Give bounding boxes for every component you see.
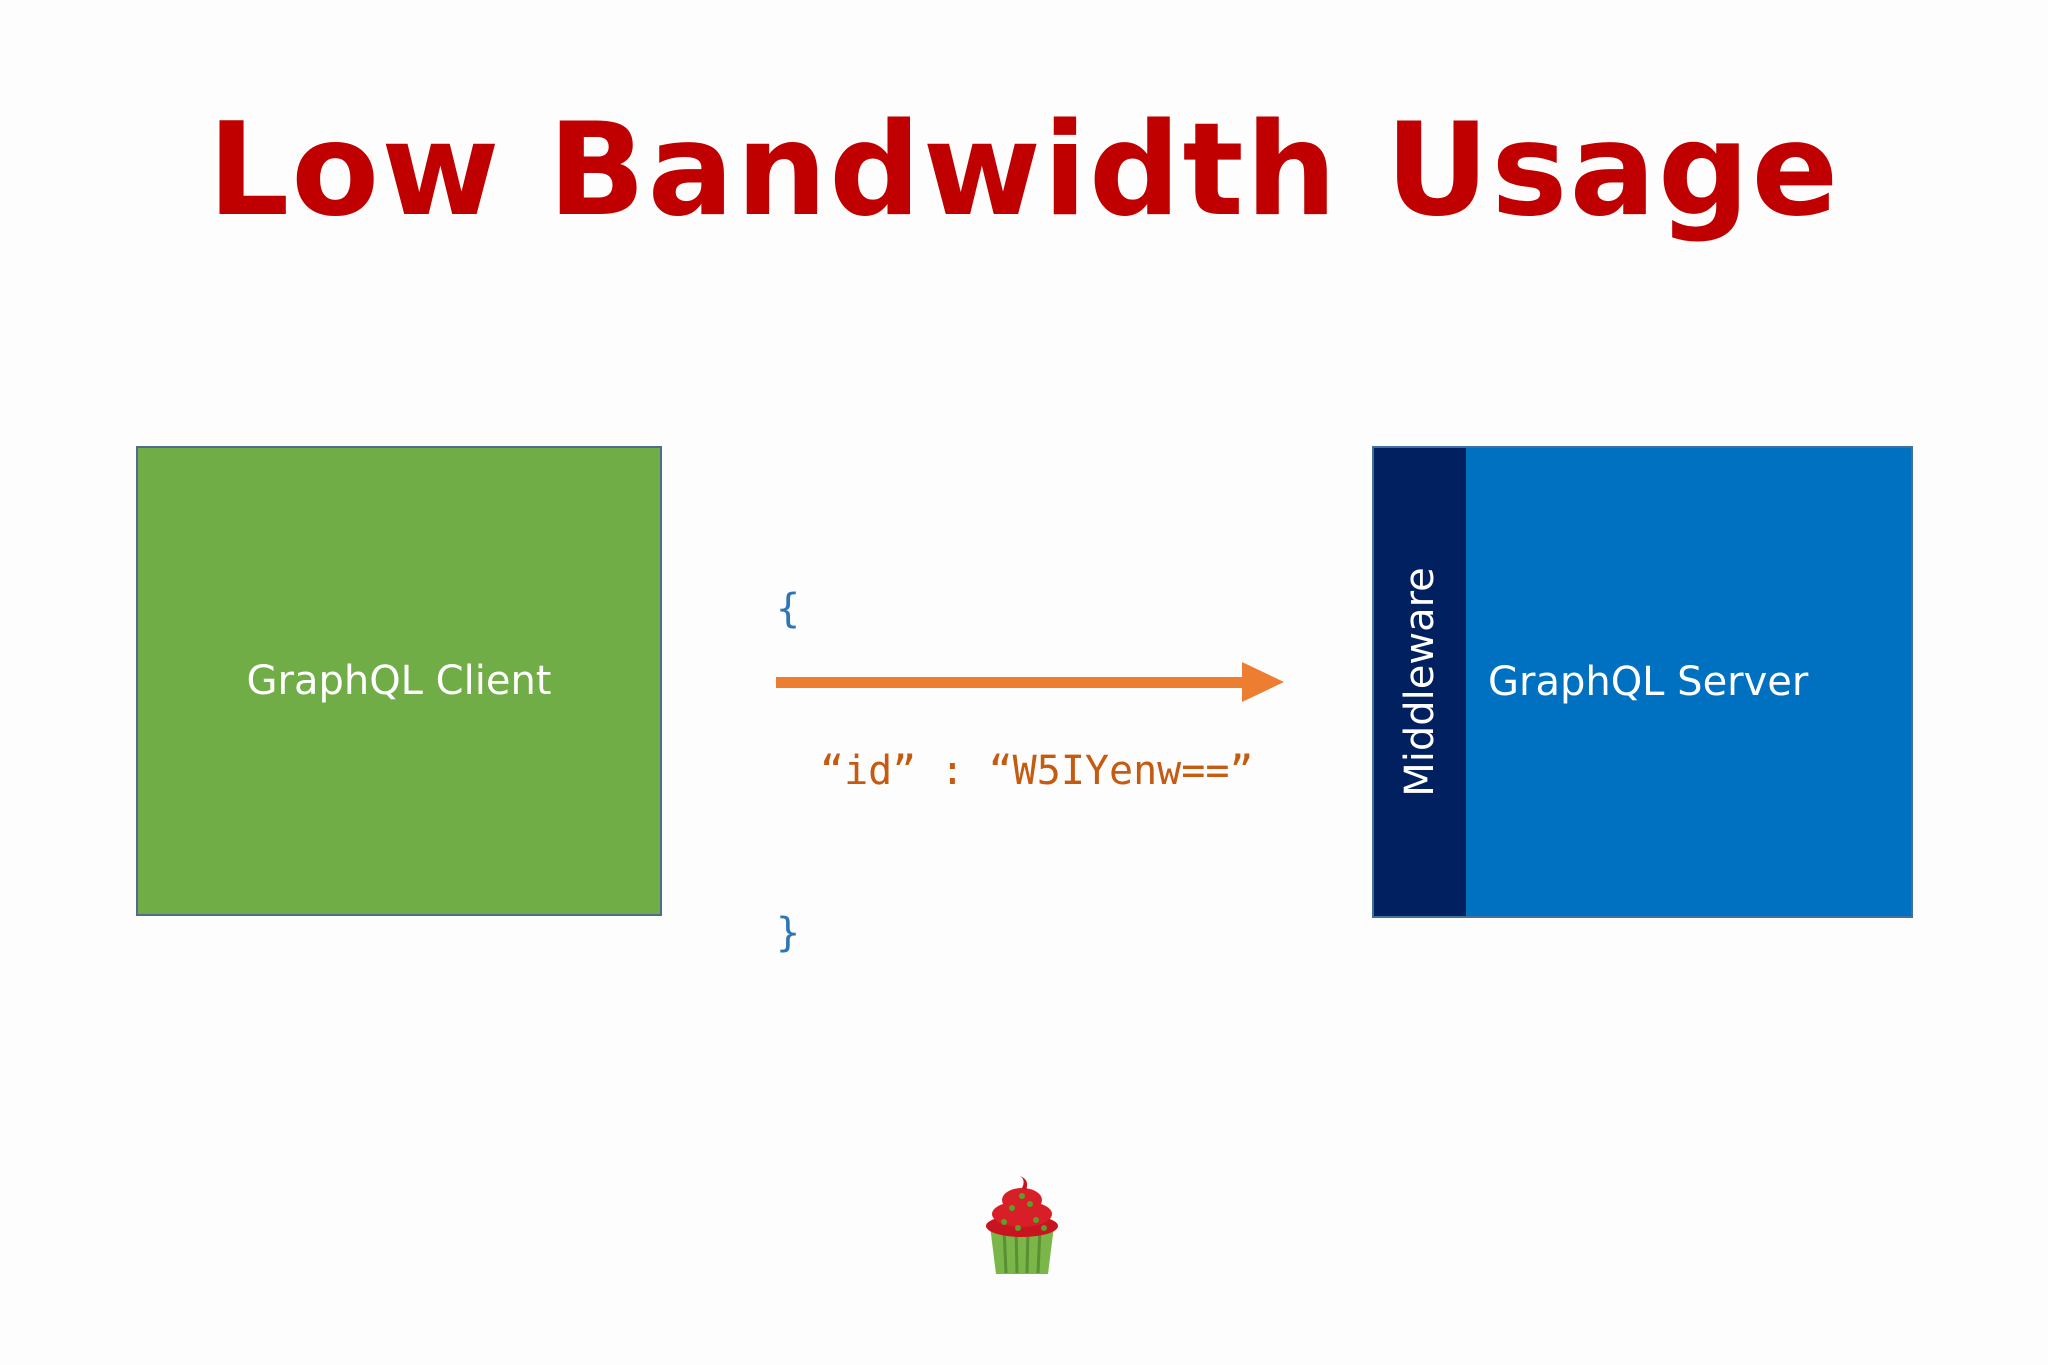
graphql-client-box: GraphQL Client [136, 446, 662, 916]
request-payload: { “id” : “W5IYenw==” } [776, 474, 1253, 1014]
graphql-server-label: GraphQL Server [1488, 659, 1809, 705]
arrow-shaft [776, 677, 1248, 688]
payload-key-value: “id” : “W5IYenw==” [820, 748, 1254, 794]
payload-close-brace: } [776, 910, 801, 956]
payload-open-brace: { [776, 586, 801, 632]
slide-title: Low Bandwidth Usage [207, 96, 1841, 245]
graphql-server-box: Middleware GraphQL Server [1372, 446, 1913, 918]
middleware-label: Middleware [1397, 567, 1443, 797]
graphql-client-label: GraphQL Client [246, 658, 552, 704]
arrow-head [1242, 662, 1284, 702]
middleware-bar: Middleware [1374, 448, 1466, 916]
cupcake-icon [986, 1176, 1058, 1274]
arrow-right-icon [776, 662, 1284, 702]
